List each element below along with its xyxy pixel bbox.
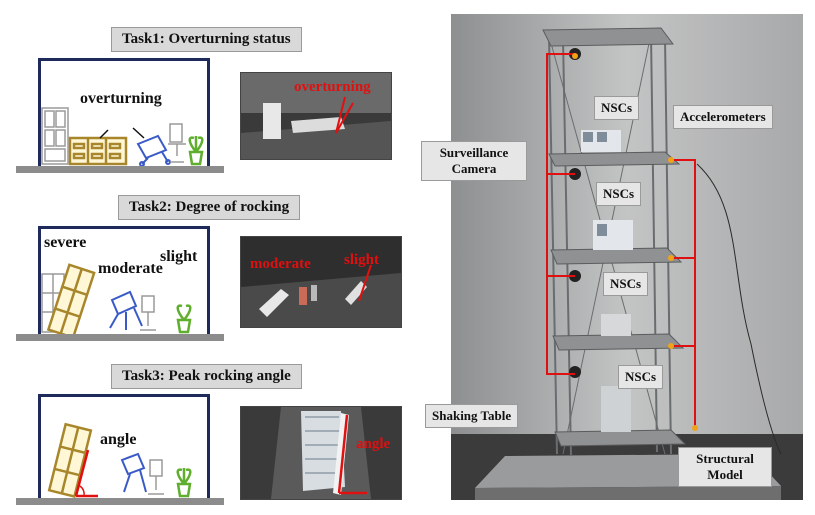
plant-icon: [188, 136, 204, 166]
task2-furniture-drawing: [41, 263, 192, 334]
task1-floor: [16, 166, 224, 173]
task2-photo: [240, 236, 402, 328]
chair-upright-icon: [140, 295, 156, 331]
task1-photo-overturning-label: overturning: [294, 79, 371, 95]
task2-floor: [16, 334, 224, 341]
task3-floor: [16, 498, 224, 505]
chair-upright-icon: [148, 459, 164, 495]
task2-title: Task2: Degree of rocking: [118, 195, 301, 220]
cabinet-rocking-icon: [47, 422, 93, 498]
chair-upright-icon: [168, 123, 186, 163]
cabinet-rocking-severe-icon: [46, 263, 96, 334]
chair-rocking-moderate-icon: [109, 290, 143, 330]
callout-nscs-3: NSCs: [603, 272, 649, 296]
task2-photo-slight-label: slight: [344, 252, 380, 268]
callout-nscs-1: NSCs: [594, 96, 640, 120]
callout-shaking-table: Shaking Table: [425, 404, 519, 428]
task1-photo: [240, 72, 392, 160]
callout-nscs-2: NSCs: [596, 182, 642, 206]
task2-severe-label: severe: [44, 234, 87, 251]
callout-structural-model: Structural Model: [678, 447, 772, 487]
task2-slight-label: slight: [160, 248, 198, 265]
callout-surveillance-camera: Surveillance Camera: [421, 141, 527, 181]
task3-photo-angle-label: angle: [356, 436, 391, 452]
setup-photo: [451, 14, 803, 500]
cabinet-overturned-icon: [68, 136, 128, 166]
task3-furniture-drawing: [47, 422, 192, 498]
task1-overturning-label: overturning: [80, 90, 162, 107]
task1-furniture-drawing: [41, 107, 204, 166]
callout-accelerometers: Accelerometers: [673, 105, 773, 129]
task3-angle-label: angle: [100, 431, 137, 448]
plant-icon: [176, 468, 192, 498]
chair-overturned-icon: [136, 134, 171, 166]
callout-nscs-4: NSCs: [618, 365, 664, 389]
task2-photo-moderate-label: moderate: [250, 256, 311, 272]
task1-room: [38, 58, 210, 169]
task1-title: Task1: Overturning status: [111, 27, 302, 52]
task3-room: [38, 394, 210, 501]
plant-slight-icon: [176, 304, 192, 334]
cabinet-upright-icon: [41, 107, 69, 165]
angle-marker-icon: [74, 449, 98, 498]
task2-moderate-label: moderate: [98, 260, 163, 277]
chair-icon: [120, 452, 147, 493]
task3-title: Task3: Peak rocking angle: [111, 364, 302, 389]
task2-room: [38, 226, 210, 337]
task3-photo: [240, 406, 402, 500]
